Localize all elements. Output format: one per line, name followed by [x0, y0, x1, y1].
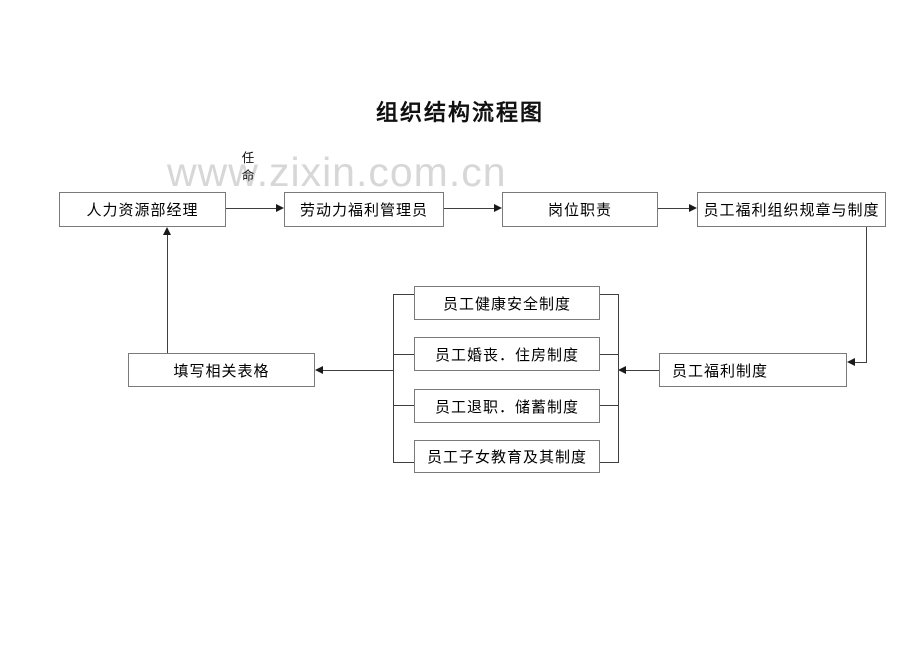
- arrowhead-left-icon: [618, 366, 626, 374]
- bracket-left-stub: [393, 405, 414, 406]
- arrowhead-right-icon: [689, 204, 697, 212]
- edge-admin-to-duties-line: [444, 208, 496, 209]
- node-retirement-savings[interactable]: 员工退职．储蓄制度: [414, 389, 600, 423]
- bracket-right-stub: [600, 294, 618, 295]
- bracket-left-stub: [393, 354, 414, 355]
- arrowhead-left-icon: [315, 366, 323, 374]
- page-title: 组织结构流程图: [375, 100, 544, 125]
- bracket-right-stub: [600, 462, 618, 463]
- arrowhead-right-icon: [276, 204, 284, 212]
- edge-hr-to-admin-line: [226, 208, 278, 209]
- bracket-right-line: [618, 294, 619, 463]
- bracket-right-stub: [600, 354, 618, 355]
- edge-bracket-to-forms-line: [322, 370, 393, 371]
- node-org-rules[interactable]: 员工福利组织规章与制度: [697, 192, 886, 227]
- edge-rules-down-line: [866, 227, 867, 363]
- bracket-left-stub: [393, 462, 414, 463]
- node-welfare-admin[interactable]: 劳动力福利管理员: [284, 192, 444, 227]
- node-welfare-system[interactable]: 员工福利制度: [659, 353, 847, 387]
- edge-forms-to-hr-line: [167, 234, 168, 353]
- node-fill-forms[interactable]: 填写相关表格: [128, 353, 315, 387]
- edge-label-appointment: 任命: [241, 151, 255, 183]
- node-children-education[interactable]: 员工子女教育及其制度: [414, 440, 600, 473]
- edge-duties-to-rules-line: [658, 208, 691, 209]
- node-hr-manager[interactable]: 人力资源部经理: [59, 192, 226, 227]
- bracket-left-stub: [393, 294, 414, 295]
- arrowhead-left-icon: [847, 358, 855, 366]
- bracket-left-line: [393, 294, 394, 463]
- arrowhead-up-icon: [163, 227, 171, 235]
- arrowhead-right-icon: [494, 204, 502, 212]
- edge-welfare-to-bracket-line: [625, 370, 659, 371]
- watermark-text: www.zixin.com.cn: [167, 149, 507, 195]
- bracket-right-stub: [600, 405, 618, 406]
- node-marriage-housing[interactable]: 员工婚丧．住房制度: [414, 337, 600, 371]
- edge-rules-to-welfare-line: [854, 362, 867, 363]
- node-health-safety[interactable]: 员工健康安全制度: [414, 286, 600, 320]
- node-job-duties[interactable]: 岗位职责: [502, 192, 658, 227]
